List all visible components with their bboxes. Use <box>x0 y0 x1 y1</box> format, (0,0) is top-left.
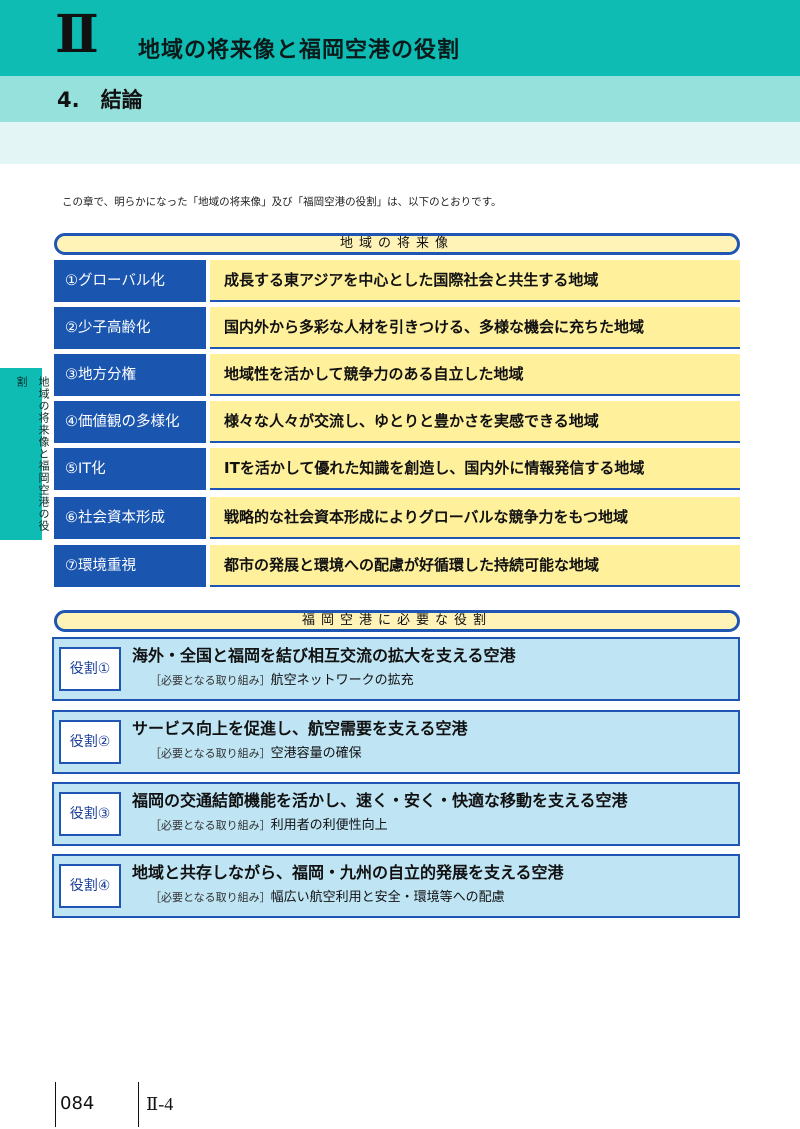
vision-row: ③地方分権 地域性を活かして競争力のある自立した地域 <box>54 354 740 396</box>
vision-label: ①グローバル化 <box>54 260 206 302</box>
vision-desc: ITを活かして優れた知識を創造し、国内外に情報発信する地域 <box>210 448 740 490</box>
side-tab: 地域の将来像と福岡空港の役割 <box>0 368 50 540</box>
role-badge: 役割③ <box>59 792 121 836</box>
vision-desc: 成長する東アジアを中心とした国際社会と共生する地域 <box>210 260 740 302</box>
vision-label: ⑥社会資本形成 <box>54 497 206 539</box>
vision-label: ⑦環境重視 <box>54 545 206 587</box>
chapter-number: Ⅱ <box>55 7 99 64</box>
vision-row: ⑤IT化 ITを活かして優れた知識を創造し、国内外に情報発信する地域 <box>54 448 740 490</box>
footer-divider <box>138 1082 139 1127</box>
section-sub-band <box>0 122 800 164</box>
role-bracket: ［必要となる取り組み］ <box>150 747 271 760</box>
role-detail: ［必要となる取り組み］幅広い航空利用と安全・環境等への配慮 <box>150 889 505 907</box>
section-title: 4. 結論 <box>57 88 143 112</box>
vision-desc: 様々な人々が交流し、ゆとりと豊かさを実感できる地域 <box>210 401 740 443</box>
vision-desc: 戦略的な社会資本形成によりグローバルな競争力をもつ地域 <box>210 497 740 539</box>
role-detail: ［必要となる取り組み］利用者の利便性向上 <box>150 817 388 835</box>
role-badge: 役割② <box>59 720 121 764</box>
vision-desc: 国内外から多彩な人材を引きつける、多様な機会に充ちた地域 <box>210 307 740 349</box>
role-box: 役割① 海外・全国と福岡を結び相互交流の拡大を支える空港 ［必要となる取り組み］… <box>52 637 740 701</box>
vision-desc: 都市の発展と環境への配慮が好循環した持続可能な地域 <box>210 545 740 587</box>
vision-label: ⑤IT化 <box>54 448 206 490</box>
vision-header: 地域の将来像 <box>54 233 740 255</box>
role-detail-text: 空港容量の確保 <box>270 746 362 761</box>
role-title: 海外・全国と福岡を結び相互交流の拡大を支える空港 <box>132 646 516 665</box>
footer-divider <box>55 1082 56 1127</box>
role-box: 役割③ 福岡の交通結節機能を活かし、速く・安く・快適な移動を支える空港 ［必要と… <box>52 782 740 846</box>
vision-label: ②少子高齢化 <box>54 307 206 349</box>
vision-row: ①グローバル化 成長する東アジアを中心とした国際社会と共生する地域 <box>54 260 740 302</box>
role-detail: ［必要となる取り組み］空港容量の確保 <box>150 745 362 763</box>
role-badge: 役割④ <box>59 864 121 908</box>
vision-row: ④価値観の多様化 様々な人々が交流し、ゆとりと豊かさを実感できる地域 <box>54 401 740 443</box>
role-detail: ［必要となる取り組み］航空ネットワークの拡充 <box>150 672 414 690</box>
role-box: 役割④ 地域と共存しながら、福岡・九州の自立的発展を支える空港 ［必要となる取り… <box>52 854 740 918</box>
chapter-band <box>0 0 800 76</box>
role-detail-text: 利用者の利便性向上 <box>270 818 388 833</box>
role-box: 役割② サービス向上を促進し、航空需要を支える空港 ［必要となる取り組み］空港容… <box>52 710 740 774</box>
side-tab-label: 地域の将来像と福岡空港の役割 <box>15 376 50 532</box>
role-detail-text: 航空ネットワークの拡充 <box>270 673 414 688</box>
vision-desc: 地域性を活かして競争力のある自立した地域 <box>210 354 740 396</box>
section-band <box>0 76 800 122</box>
role-title: サービス向上を促進し、航空需要を支える空港 <box>132 719 468 738</box>
vision-label: ③地方分権 <box>54 354 206 396</box>
role-badge: 役割① <box>59 647 121 691</box>
role-title: 地域と共存しながら、福岡・九州の自立的発展を支える空港 <box>132 863 564 882</box>
role-bracket: ［必要となる取り組み］ <box>150 891 271 904</box>
vision-row: ⑦環境重視 都市の発展と環境への配慮が好循環した持続可能な地域 <box>54 545 740 587</box>
role-bracket: ［必要となる取り組み］ <box>150 819 271 832</box>
vision-row: ②少子高齢化 国内外から多彩な人材を引きつける、多様な機会に充ちた地域 <box>54 307 740 349</box>
roles-header: 福岡空港に必要な役割 <box>54 610 740 632</box>
vision-row: ⑥社会資本形成 戦略的な社会資本形成によりグローバルな競争力をもつ地域 <box>54 497 740 539</box>
intro-text: この章で、明らかになった「地域の将来像」及び「福岡空港の役割」は、以下のとおりで… <box>62 196 502 208</box>
chapter-code: Ⅱ-4 <box>146 1094 174 1114</box>
vision-label: ④価値観の多様化 <box>54 401 206 443</box>
page-number: 084 <box>60 1093 95 1114</box>
role-bracket: ［必要となる取り組み］ <box>150 674 271 687</box>
role-title: 福岡の交通結節機能を活かし、速く・安く・快適な移動を支える空港 <box>132 791 628 810</box>
chapter-title: 地域の将来像と福岡空港の役割 <box>138 38 461 63</box>
role-detail-text: 幅広い航空利用と安全・環境等への配慮 <box>270 890 505 905</box>
